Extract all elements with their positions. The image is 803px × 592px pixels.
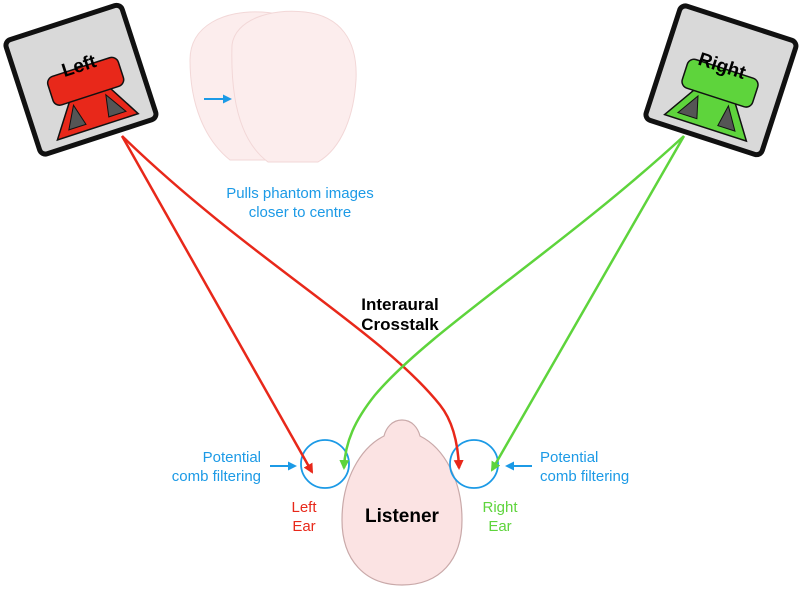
phantom-head-image <box>189 10 357 163</box>
listener-head <box>341 419 463 586</box>
crosstalk-label-line2: Crosstalk <box>361 315 439 334</box>
comb-right-line1: Potential <box>540 449 598 466</box>
right-speaker <box>643 3 799 158</box>
comb-right-line2: comb filtering <box>540 468 629 485</box>
listener-label: Listener <box>365 506 440 527</box>
left-ear-label-line1: Left <box>291 499 317 516</box>
crosstalk-label-line1: Interaural <box>361 295 438 314</box>
comb-left-line1: Potential <box>203 449 261 466</box>
right-ear-label-line2: Ear <box>488 518 511 535</box>
left-speaker <box>3 2 159 157</box>
left-ear-label-line2: Ear <box>292 518 315 535</box>
phantom-caption-line2: closer to centre <box>249 204 352 221</box>
left-crosstalk-path <box>121 135 464 470</box>
right-ear-label-line1: Right <box>482 499 518 516</box>
comb-left-line2: comb filtering <box>172 468 261 485</box>
phantom-caption-line1: Pulls phantom images <box>226 185 374 202</box>
left-direct-path <box>120 135 314 474</box>
right-direct-path <box>490 135 686 472</box>
right-crosstalk-path <box>339 135 685 470</box>
